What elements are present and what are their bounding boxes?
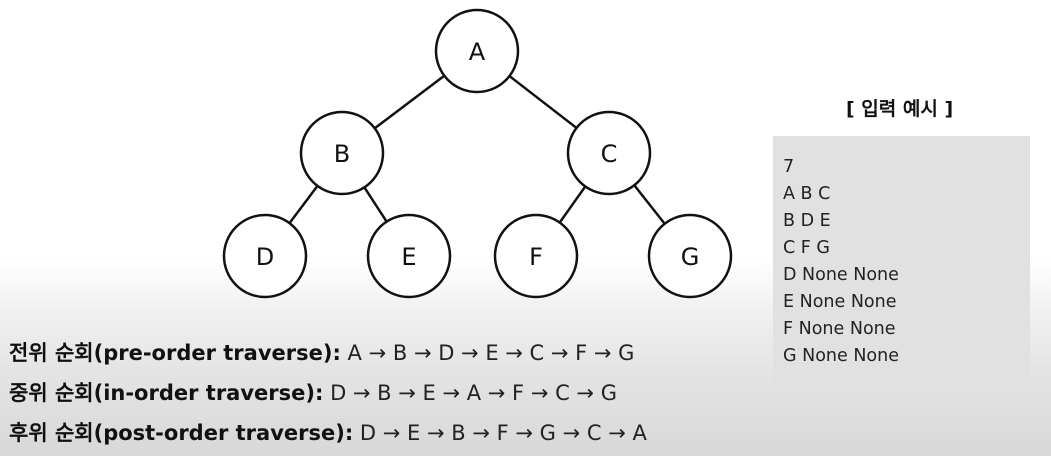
tree-nodes: A B C D E F G <box>222 8 733 299</box>
input-line: G None None <box>783 346 899 366</box>
tree-edges <box>288 74 666 225</box>
tree-node-label: C <box>601 140 618 168</box>
tree-edge-a-c <box>508 75 578 129</box>
traversal-list: 전위 순회(pre-order traverse): A → B → D → E… <box>9 333 647 453</box>
traversal-preorder: 전위 순회(pre-order traverse): A → B → D → E… <box>9 333 647 373</box>
traversal-sequence: A → B → D → E → C → F → G <box>347 341 635 365</box>
tree-node-label: B <box>334 140 350 168</box>
tree-node-label: G <box>681 243 700 271</box>
tree-node-c: C <box>566 110 652 196</box>
tree-edge-a-b <box>373 74 446 130</box>
input-line: 7 <box>783 157 795 177</box>
tree-node-label: D <box>256 243 274 271</box>
input-example-title: [ 입력 예시 ] <box>846 98 954 120</box>
input-example-box: 7 A B C B D E C F G D None None E None N… <box>773 136 1030 384</box>
tree-node-circle <box>434 8 520 94</box>
input-line: C F G <box>783 238 830 258</box>
tree-node-a: A <box>434 8 520 94</box>
tree-node-label: E <box>401 243 416 271</box>
tree-node-circle <box>222 213 308 299</box>
tree-edge-c-f <box>558 185 587 224</box>
tree-node-circle <box>299 110 385 196</box>
tree-node-label: A <box>469 38 486 66</box>
tree-node-circle <box>647 213 733 299</box>
tree-node-label: F <box>529 243 543 271</box>
tree-edge-c-g <box>633 184 666 225</box>
traversal-sequence: D → B → E → A → F → C → G <box>330 381 617 405</box>
input-line: B D E <box>783 211 831 231</box>
input-line: F None None <box>783 319 896 339</box>
tree-node-g: G <box>647 213 733 299</box>
tree-node-d: D <box>222 213 308 299</box>
traversal-postorder: 후위 순회(post-order traverse): D → E → B → … <box>9 413 647 453</box>
tree-edge-b-d <box>288 185 319 224</box>
input-line: E None None <box>783 292 897 312</box>
tree-node-b: B <box>299 110 385 196</box>
traversal-label: 중위 순회(in-order traverse): <box>9 381 324 405</box>
input-line: D None None <box>783 265 899 285</box>
traversal-label: 후위 순회(post-order traverse): <box>9 421 354 445</box>
tree-edge-b-e <box>363 186 388 223</box>
traversal-inorder: 중위 순회(in-order traverse): D → B → E → A … <box>9 373 647 413</box>
tree-node-circle <box>493 213 579 299</box>
tree-node-circle <box>566 110 652 196</box>
traversal-sequence: D → E → B → F → G → C → A <box>359 421 647 445</box>
tree-node-circle <box>366 213 452 299</box>
tree-node-e: E <box>366 213 452 299</box>
traversal-label: 전위 순회(pre-order traverse): <box>9 341 341 365</box>
tree-node-f: F <box>493 213 579 299</box>
input-line: A B C <box>783 184 831 204</box>
